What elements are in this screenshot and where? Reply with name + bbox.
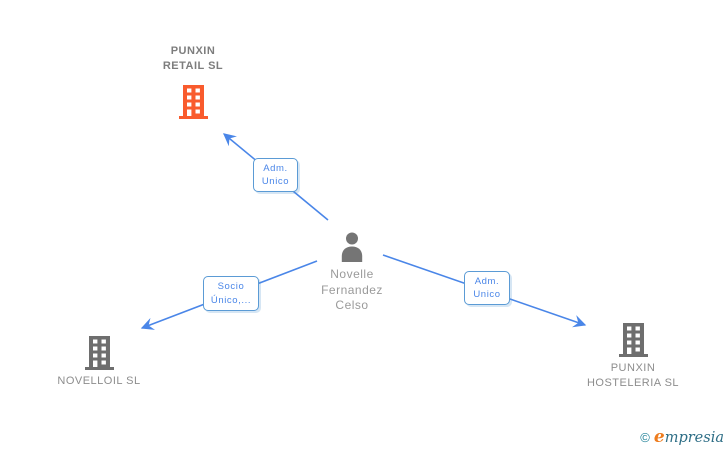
company-name-line: HOSTELERIA SL	[586, 377, 680, 389]
building-icon	[178, 85, 208, 119]
edge-label-line: Unico	[473, 289, 501, 300]
edge-label-line: Adm.	[263, 162, 288, 174]
copyright-symbol: ©	[640, 430, 650, 445]
node-novelloil[interactable]: NOVELLOIL SL	[29, 336, 169, 389]
edge-label-line: Unico	[261, 176, 290, 187]
edge-label-socio-unico-novelloil: Socio Único,...	[203, 276, 259, 311]
company-name: PUNXIN HOSTELERIA SL	[563, 361, 703, 391]
company-name: PUNXIN RETAIL SL	[113, 44, 273, 74]
edge-label-line: Socio	[217, 281, 245, 292]
node-novelle-fernandez-celso[interactable]: Novelle Fernandez Celso	[292, 231, 412, 314]
empresia-logo[interactable]: © e mpresia	[640, 427, 724, 447]
edge-label-adm-unico-retail: Adm. Unico	[253, 158, 298, 192]
edge-label-line: Único,...	[210, 294, 252, 306]
node-punxin-retail[interactable]: PUNXIN RETAIL SL	[113, 44, 273, 119]
company-name-line: PUNXIN	[610, 362, 656, 374]
edge-label-line: Adm.	[474, 275, 500, 287]
company-name-line: PUNXIN	[170, 45, 216, 57]
company-name: NOVELLOIL SL	[29, 374, 169, 389]
empresia-logo-text: mpresia	[664, 430, 724, 446]
building-icon	[618, 323, 648, 357]
node-punxin-hosteleria[interactable]: PUNXIN HOSTELERIA SL	[563, 323, 703, 391]
edge-label-adm-unico-hosteleria: Adm. Unico	[464, 271, 510, 305]
building-icon	[84, 336, 114, 370]
empresia-logo-e: e	[653, 427, 665, 447]
person-name-line: Novelle	[330, 267, 374, 281]
person-name-line: Fernandez	[321, 282, 383, 297]
person-name-line: Celso	[335, 298, 369, 312]
person-name: Novelle Fernandez Celso	[292, 267, 412, 314]
company-name-line: NOVELLOIL SL	[57, 375, 141, 387]
company-name-line: RETAIL SL	[162, 60, 224, 72]
person-icon	[341, 232, 363, 262]
